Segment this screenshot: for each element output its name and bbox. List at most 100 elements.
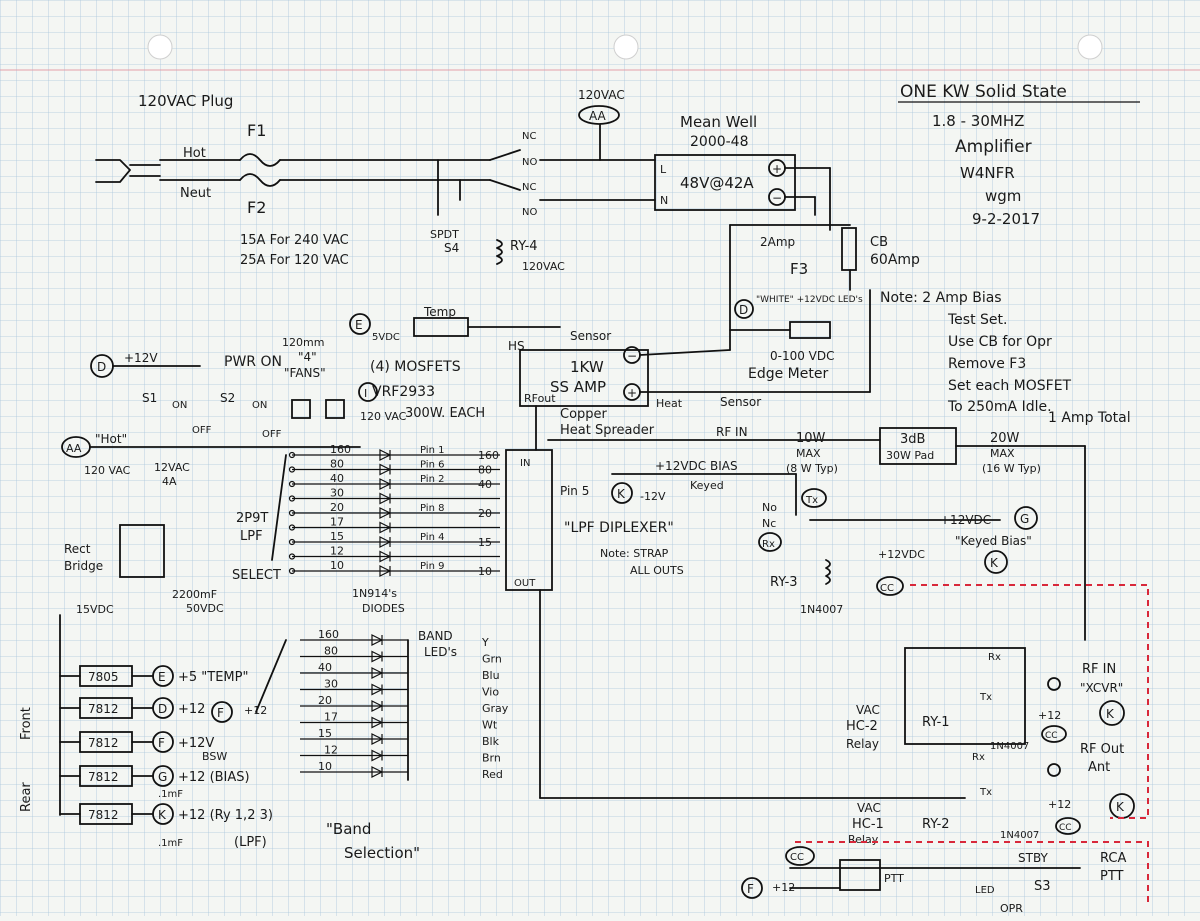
lpf-row-out: 10	[478, 565, 492, 578]
lpf-row-diode	[379, 536, 392, 548]
mean-well-psu: Mean Well 2000-48 L N 48V@42A + −	[654, 113, 831, 231]
lpf-switch-contact	[288, 466, 296, 473]
front-label: Front	[19, 707, 34, 740]
relay-rx-2: Rx	[972, 752, 985, 763]
fans-2: "4"	[298, 350, 317, 364]
band-row-band: 80	[324, 645, 338, 658]
relay-d2: 1N4007	[1000, 830, 1039, 841]
lpf-row-out: 40	[478, 478, 492, 491]
lpf-switch-contact	[288, 538, 296, 546]
note-line-6: To 250mA Idle.	[947, 399, 1052, 415]
max-1: MAX	[796, 447, 821, 460]
ry4-volts: 120VAC	[522, 260, 565, 273]
meter-d-tag: D	[739, 303, 748, 317]
band-row-diode	[371, 650, 384, 663]
copper-1: Copper	[560, 407, 608, 422]
on-2: ON	[252, 400, 267, 411]
amp-name-2: SS AMP	[550, 378, 606, 396]
pwr-on: PWR ON	[224, 354, 282, 370]
title-line-4: W4NFR	[960, 164, 1015, 182]
fuse-note-120: 25A For 120 VAC	[240, 253, 349, 268]
relay-d1: 1N4007	[990, 741, 1029, 752]
title-block: ONE KW Solid State 1.8 - 30MHZ Amplifier…	[898, 82, 1140, 228]
lpf-switch-contact	[288, 495, 296, 502]
lpf-in: IN	[520, 458, 530, 469]
heat-label: Heat	[656, 397, 683, 410]
regulator-label: +12 (Ry 1,2 3)	[178, 808, 273, 823]
breaker-cb: CB	[870, 235, 888, 250]
note-line-5: Set each MOSFET	[948, 378, 1072, 394]
e-tag: E	[355, 318, 363, 332]
bridge-1: Rect	[64, 542, 91, 556]
regulator-tag-letter: G	[158, 770, 167, 784]
plug-label: 120VAC Plug	[138, 92, 233, 110]
breaker-rating: 60Amp	[870, 252, 920, 268]
off-1: OFF	[192, 425, 212, 436]
on-1: ON	[172, 400, 187, 411]
lpf-row-band: 15	[330, 530, 344, 543]
ry3-label: RY-3	[770, 575, 798, 590]
regulator-tag	[152, 697, 174, 719]
bsw-label: BSW	[202, 750, 227, 763]
minus12-label: -12V	[640, 490, 666, 503]
psu-name-1: Mean Well	[680, 113, 757, 131]
bias-note: Note: 2 Amp Bias Test Set. Use CB for Op…	[880, 290, 1131, 426]
binder-hole	[613, 34, 639, 60]
no2-label: NO	[522, 207, 537, 218]
band-row-diode	[371, 700, 384, 712]
binder-hole	[147, 34, 173, 60]
psu-minus: −	[772, 191, 782, 205]
relay-k1: K	[1106, 707, 1115, 721]
band-row-color: Blu	[482, 669, 500, 682]
ptt-cc: CC	[790, 852, 804, 863]
lpf-row-out: 15	[478, 536, 492, 549]
e-voltage: 5VDC	[372, 332, 400, 343]
lpf-row-pin: Pin 8	[420, 503, 444, 514]
edge-meter: D "WHITE" +12VDC LED's 0-100 VDC Edge Me…	[729, 295, 863, 382]
lpf-row-diode	[379, 478, 392, 490]
pwr-d-tag: D	[97, 360, 106, 374]
title-line-1: ONE KW Solid State	[900, 82, 1067, 102]
regulator-tag	[152, 803, 174, 825]
regulator-tag	[152, 765, 174, 787]
typ-1: (8 W Typ)	[786, 462, 838, 475]
band-row-band: 10	[318, 760, 332, 773]
relay-cc2: CC	[1059, 823, 1072, 833]
band-row-band: 15	[318, 727, 332, 740]
lpf-row-band: 17	[330, 516, 344, 529]
relay-hc1: HC-1	[852, 817, 884, 832]
lpf-row-band: 30	[330, 487, 344, 500]
band-row-diode	[371, 634, 384, 646]
regulator-tag-letter: E	[158, 670, 166, 684]
pwr-12v: +12V	[124, 351, 158, 365]
lpf-switch-contact	[288, 553, 296, 560]
regulator-label: +5 "TEMP"	[178, 670, 248, 685]
psu-name-2: 2000-48	[690, 134, 749, 150]
title-line-6: 9-2-2017	[972, 210, 1040, 228]
amp-name-1: 1KW	[570, 358, 604, 376]
fuse-note-240: 15A For 240 VAC	[240, 233, 349, 248]
low-voltage-supply: D +12V PWR ON 120mm "4" "FANS" S1 S2 ON …	[19, 336, 407, 816]
aa-tag-left: AA	[66, 442, 82, 455]
lpf-switch-2: LPF	[240, 529, 263, 544]
lpf-diplexer: IN OUT "LPF DIPLEXER" Note: STRAP ALL OU…	[232, 449, 966, 799]
rf-in-label: RF IN	[716, 425, 748, 439]
rf-out-1: RF Out	[1080, 742, 1124, 757]
cap-1: 2200mF	[172, 588, 217, 601]
band-row-diode	[371, 733, 384, 745]
regulator-label: +12	[178, 702, 205, 717]
xfmr-out-1: 12VAC	[154, 461, 190, 474]
band-led-rows: 160Y80Grn40Blu30Vio20Gray17Wt15Blk12Brn1…	[300, 628, 509, 781]
cc-tag-ry3: CC	[880, 583, 894, 594]
band-row-band: 40	[318, 661, 332, 674]
lpf-row-pin: Pin 9	[420, 561, 444, 572]
lpf-switch-contact	[288, 524, 296, 531]
ptt-opr: OPR	[1000, 902, 1023, 915]
band-row-color: Gray	[482, 702, 509, 715]
v15: 15VDC	[76, 603, 114, 616]
band-f-tag: F	[217, 706, 224, 720]
tr-relays: Rx Tx VAC HC-2 Relay RY-1 +12 K CC 1N400…	[846, 647, 1135, 846]
relay-p12b: +12	[1048, 798, 1071, 811]
mosfets-2: VRF2933	[372, 384, 435, 400]
